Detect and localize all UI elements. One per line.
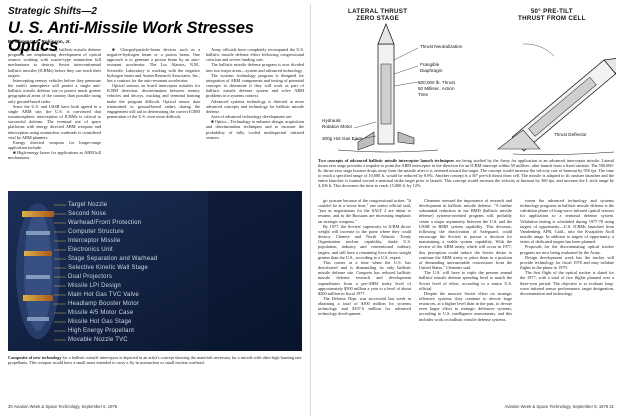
stage-label: Main Hot Gas TVC Valve: [68, 292, 139, 298]
illustration-caption: Composite of new technology for a ballis…: [8, 355, 304, 365]
body-paragraph: Intercepting reentry vehicles before the…: [8, 77, 101, 104]
body-paragraph: Since the U.S. and USSR have both agreed…: [8, 103, 101, 140]
body-paragraph: The Defense Dept. was successful last we…: [318, 295, 411, 317]
article-headline: U. S. Anti-Missile Work Stresses Optics: [8, 19, 254, 55]
right-page-folio: Aviation Week & Space Technology, Septem…: [504, 404, 614, 409]
left-column-2: ■ Charged-particle-beam devices such as …: [107, 47, 200, 187]
stage-label: Missile 4/5 Motor Case: [68, 310, 134, 316]
stage-label: Headlamp Booster Motor: [68, 301, 140, 307]
body-paragraph: By 1977, the Soviets' superiority in ICB…: [318, 223, 411, 260]
body-paragraph: Design development work has the tracker …: [520, 254, 614, 271]
diagram-caption-text: are being studied by the Army for applic…: [318, 158, 615, 189]
body-paragraph: Army officials have completely recompute…: [206, 47, 304, 63]
article-byline: By Clarence A. Robinson, Jr.: [8, 39, 71, 44]
page-gutter: [310, 4, 311, 416]
launch-concepts-graphic: [337, 22, 622, 155]
stage-label: Computer Structure: [68, 229, 124, 235]
stage-label: Electronics Unit: [68, 247, 113, 253]
label-hydraulic: Hydraulic: [322, 118, 342, 123]
left-page-folio: 30 Aviation Week & Space Technology, Sep…: [8, 404, 118, 409]
body-paragraph: The first flight of the optical tracker …: [520, 270, 614, 296]
body-paragraph: tween the advanced technology and system…: [520, 198, 614, 245]
body-paragraph: ■ Optics—Technology to enhance design, a…: [206, 119, 304, 140]
stage-label: Movable Nozzle TVC: [68, 337, 128, 343]
body-paragraph: Optical sensors on board interceptor mis…: [107, 83, 200, 120]
label-thrust-neutralization: Thrust Neutralization: [420, 44, 463, 49]
caption-text: for a ballistic missile interceptor is d…: [8, 355, 302, 366]
label-hot-gas-eject: 300g Hot Gas Eject: [322, 136, 362, 141]
right-column-3: tween the advanced technology and system…: [520, 198, 614, 401]
right-concept-title: 50° PRE-TILT THRUST FROM CELL: [518, 8, 586, 22]
body-paragraph: Washington—U. S. Army ballistic missile …: [8, 47, 101, 78]
body-paragraph: ■ High-energy lasers for applications as…: [8, 150, 101, 161]
diagram-caption: Two concepts of advanced ballistic missi…: [318, 158, 614, 189]
caption-lead: Composite of new technology: [8, 355, 62, 360]
label-time: Time: [418, 92, 429, 97]
stage-label: Target Nozzle: [68, 202, 108, 208]
body-paragraph: This comes at a time when the U.S. has d…: [318, 259, 411, 296]
stage-label: Stage Separation and Warhead: [68, 256, 158, 262]
body-paragraph: ■ Charged-particle-beam devices such as …: [107, 47, 200, 83]
stage-label: Missile Hot Gas Stage: [68, 319, 132, 325]
stage-label: Second Nose: [68, 211, 107, 217]
left-concept-title: LATERAL THRUST ZERO STAGE: [348, 8, 408, 22]
stage-label: High Energy Propellant: [68, 328, 135, 334]
right-column-1: gic posture because of the congressional…: [318, 198, 411, 401]
body-paragraph: Despite the massive Soviet effort on str…: [419, 290, 512, 322]
body-paragraph: Advanced systems technology is directed …: [206, 98, 304, 114]
stage-label: Selective Kinetic Wall Stage: [68, 265, 149, 271]
body-paragraph: The ballistic missile defense program is…: [206, 62, 304, 73]
label-action-time: 50 Millisec. Action: [418, 86, 455, 91]
label-frangible: Frangible: [420, 62, 440, 67]
missile-cutaway-graphic: [8, 191, 302, 351]
left-column-3: Army officials have completely recompute…: [206, 47, 304, 187]
body-paragraph: The systems technology program is design…: [206, 72, 304, 99]
left-column-1: Washington—U. S. Army ballistic missile …: [8, 47, 101, 187]
body-paragraph: Energy directed weapons for longer-range…: [8, 139, 101, 150]
stage-label: Warhead/Front Protection: [68, 220, 142, 226]
stage-label: Dual Projectors: [68, 274, 113, 280]
body-paragraph: Area of advanced technology development …: [211, 114, 293, 120]
body-paragraph: Clements stressed the importance of rese…: [419, 198, 512, 271]
diagram-caption-lead: Two concepts of advanced ballistic missi…: [318, 158, 455, 163]
right-column-2: Clements stressed the importance of rese…: [419, 198, 512, 401]
body-paragraph: Proposals for the discriminating optical…: [520, 244, 614, 255]
body-paragraph: gic posture because of the congressional…: [318, 198, 411, 224]
label-thrust-value: 500,000 lb. Thrust: [418, 80, 455, 85]
body-paragraph: The U.S. will have to triple the present…: [419, 270, 512, 291]
stage-label: Interceptor Missile: [68, 238, 121, 244]
label-diaphragm: Diaphragm: [420, 68, 443, 73]
section-kicker: Strategic Shifts—2: [8, 6, 97, 17]
label-rotation-motor: Rotation Motor: [322, 124, 353, 129]
launch-concepts-diagram: LATERAL THRUST ZERO STAGE 50° PRE-TILT T…: [318, 4, 622, 156]
label-thrust-deflector: Thrust Deflector: [554, 132, 587, 137]
stage-label: Missile LPI Design: [68, 283, 121, 289]
